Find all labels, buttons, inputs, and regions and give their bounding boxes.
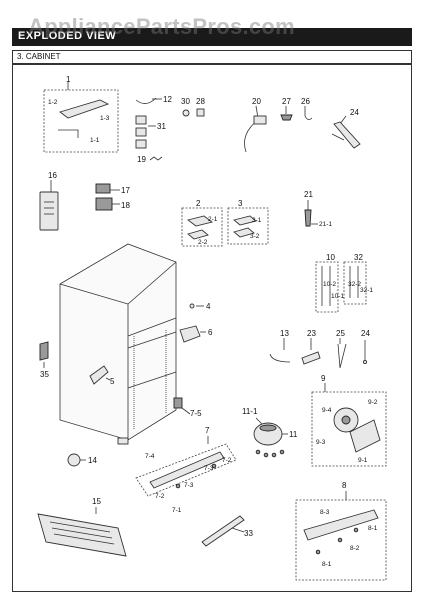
label-27: 27: [282, 97, 291, 106]
part-7-group: 7 7-4 7-2 7-3 7-3 7-2 7-1: [135, 426, 237, 514]
part-8-group: 8 8-3 8-1 8-2 8-1: [295, 481, 387, 581]
label-7-4: 7-4: [145, 453, 155, 460]
label-14: 14: [88, 456, 97, 465]
label-32: 32: [354, 253, 363, 262]
label-15: 15: [92, 497, 101, 506]
part-35-group: 35: [39, 341, 49, 379]
label-7-3b: 7-3: [184, 482, 194, 489]
label-21-1: 21-1: [319, 221, 332, 228]
header-title: EXPLODED VIEW: [18, 30, 117, 42]
part-2-group: 2 2-1 2-2: [181, 199, 223, 247]
part-21-group: 21 21-1: [304, 190, 332, 228]
label-11-1: 11-1: [242, 407, 258, 416]
label-12: 12: [163, 95, 172, 104]
label-10-1: 10-1: [331, 293, 344, 300]
diagram-frame: [12, 64, 412, 592]
label-1-2: 1-2: [48, 99, 58, 106]
label-33: 33: [244, 529, 253, 538]
label-10: 10: [326, 253, 335, 262]
label-3-2: 3-2: [250, 233, 260, 240]
label-1-3: 1-3: [100, 115, 110, 122]
label-8: 8: [342, 481, 347, 490]
label-20: 20: [252, 97, 261, 106]
label-11: 11: [289, 430, 298, 439]
part-32-group: 32 32-2 32-1: [343, 253, 373, 305]
label-32-1: 32-1: [360, 287, 373, 294]
label-23: 23: [307, 329, 316, 338]
part-16-group: 16: [39, 171, 59, 231]
label-21: 21: [304, 190, 313, 199]
label-19: 19: [137, 155, 146, 164]
part-10-group: 10 10-2 10-1: [315, 253, 344, 313]
label-18: 18: [121, 201, 130, 210]
label-7-5: 7-5: [190, 409, 202, 418]
watermark: AppliancePartsPros.com: [28, 14, 296, 39]
label-4: 4: [206, 302, 211, 311]
label-28: 28: [196, 97, 205, 106]
label-3: 3: [238, 199, 243, 208]
label-32-2: 32-2: [348, 281, 361, 288]
label-7-1: 7-1: [172, 507, 182, 514]
label-2: 2: [196, 199, 201, 208]
part-15-group: 15: [37, 497, 127, 557]
part-24-top-group: 24: [331, 108, 361, 149]
part-5-group: 5: [89, 365, 115, 386]
part-23-group: 23: [301, 329, 321, 365]
label-6: 6: [208, 328, 213, 337]
label-3-1: 3-1: [252, 217, 262, 224]
label-17: 17: [121, 186, 130, 195]
label-9-3: 9-3: [316, 439, 326, 446]
part-1-group: 1 1-2 1-3 1-1: [43, 75, 119, 153]
label-10-2: 10-2: [323, 281, 336, 288]
part-24-mid-group: 24: [361, 329, 370, 365]
label-8-1b: 8-1: [322, 561, 332, 568]
part-25-group: 25: [336, 329, 347, 369]
label-8-2: 8-2: [350, 545, 360, 552]
label-2-2: 2-2: [198, 239, 208, 246]
part-11-group: 11-1 11: [242, 407, 298, 458]
section-title: 3. CABINET: [17, 52, 61, 61]
fridge-cabinet: [59, 243, 183, 445]
label-13: 13: [280, 329, 289, 338]
label-26: 26: [301, 97, 310, 106]
label-24-top: 24: [350, 108, 359, 117]
label-30: 30: [181, 97, 190, 106]
part-4-6-group: 4 6: [179, 302, 213, 343]
part-30-28-group: 30 28: [181, 97, 205, 117]
label-7-2a: 7-2: [222, 457, 232, 464]
label-16: 16: [48, 171, 57, 180]
part-14-group: 14: [67, 453, 97, 467]
label-24-mid: 24: [361, 329, 370, 338]
label-1: 1: [66, 75, 71, 84]
label-7-2b: 7-2: [155, 493, 165, 500]
section-title-box: 3. CABINET: [12, 50, 412, 64]
label-9-1: 9-1: [358, 457, 368, 464]
label-9-4: 9-4: [322, 407, 332, 414]
part-17-18-group: 17 18: [95, 183, 130, 211]
label-9: 9: [321, 374, 326, 383]
label-8-3: 8-3: [320, 509, 330, 516]
part-7-5-group: 7-5: [181, 407, 202, 418]
part-20-group: 20: [244, 97, 267, 153]
part-3-group: 3 3-1 3-2: [227, 199, 269, 245]
label-35: 35: [40, 370, 49, 379]
part-27-26-group: 27 26: [280, 97, 313, 121]
part-33-group: 33: [201, 515, 253, 547]
label-5: 5: [110, 377, 115, 386]
label-31: 31: [157, 122, 166, 131]
label-7: 7: [205, 426, 210, 435]
label-2-1: 2-1: [208, 216, 218, 223]
header-bar: EXPLODED VIEW: [12, 28, 412, 46]
part-13-group: 13: [269, 329, 291, 363]
label-25: 25: [336, 329, 345, 338]
label-7-3a: 7-3: [204, 465, 214, 472]
label-8-1a: 8-1: [368, 525, 378, 532]
part-12-group: 12 31 19: [135, 95, 172, 164]
label-9-2: 9-2: [368, 399, 378, 406]
label-1-1: 1-1: [90, 137, 100, 144]
part-9-group: 9 9-4 9-2 9-3 9-1: [311, 374, 387, 467]
